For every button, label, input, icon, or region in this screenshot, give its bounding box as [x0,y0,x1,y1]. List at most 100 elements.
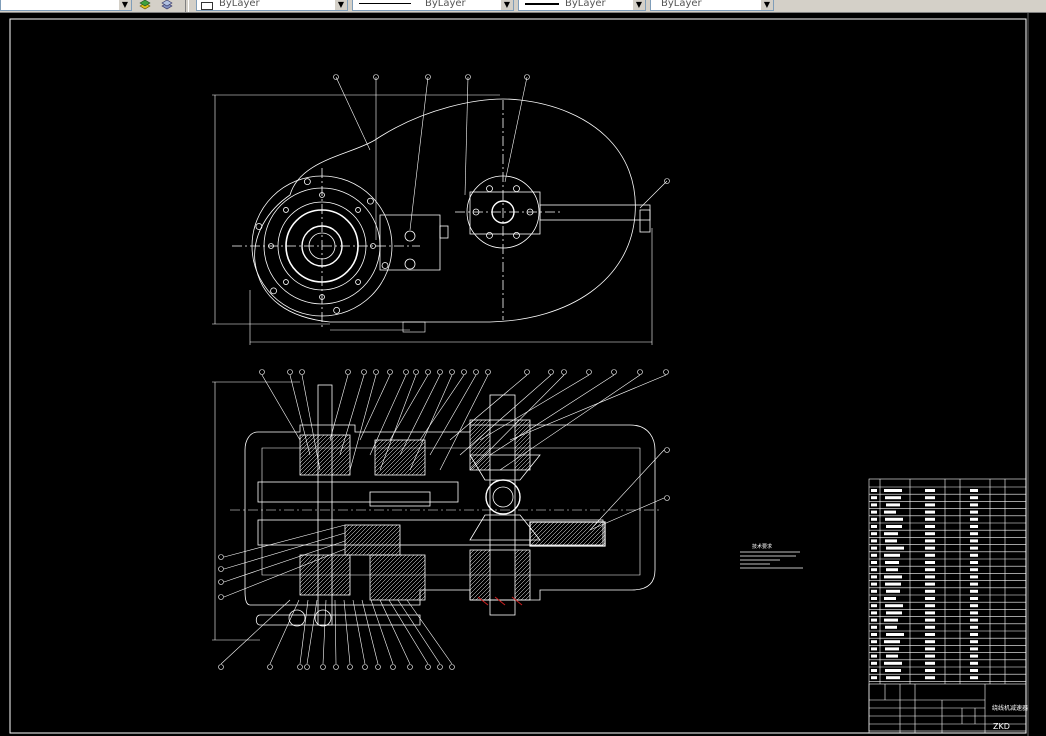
hatch-line [419,469,426,476]
hatch-line [299,434,325,460]
model-space[interactable] [0,13,1046,736]
bom-cell [871,640,877,644]
hatch-line [529,521,543,535]
outer-bolt [333,306,341,314]
hatch-line [514,419,520,425]
layer-previous-icon[interactable] [138,0,152,10]
hatch-line [383,439,420,476]
lineweight-combo[interactable]: ByLayer ▼ [518,0,646,11]
shaft-key [639,209,651,233]
chevron-down-icon[interactable]: ▼ [119,0,131,10]
leader-line [223,548,346,598]
hatch-line [529,521,535,527]
hatch-line [374,439,408,473]
hatch-line [327,452,351,476]
bom-cell [970,532,978,536]
bom-cell [970,510,978,514]
hatch-line [396,571,426,601]
bom-cell [925,589,935,593]
hatch-line [344,524,350,530]
bom-cell [970,546,978,550]
hatch-line [469,419,491,441]
bom-cell [925,640,935,644]
drawing-canvas[interactable]: 技术要求 绕线机减速器 ZKD [0,13,1046,736]
chevron-down-icon[interactable]: ▼ [335,0,347,10]
hatch-line [514,440,531,457]
bom-cell [871,654,877,658]
bom-cell [970,553,978,557]
hatch-line [323,448,351,476]
hatch-line [303,434,345,476]
bom-cell [871,568,877,572]
chevron-down-icon[interactable]: ▼ [633,0,645,10]
color-combo[interactable]: ByLayer ▼ [196,0,348,11]
hatch-line [358,524,390,556]
layer-states-icon[interactable] [160,0,174,10]
bom-cell [885,625,897,629]
hatch-line [347,592,351,596]
hatch-line [374,439,396,461]
hatch-line [469,569,491,591]
balloon [345,369,351,375]
balloon [561,369,567,375]
hatch-line [514,549,524,559]
bom-cell [925,546,935,550]
linetype-combo-value: ByLayer [425,0,466,9]
balloon [473,369,479,375]
hatch-line [420,595,426,601]
hatch-line [514,558,531,575]
hatch-line [369,554,387,572]
hatch-line [524,594,531,601]
hatch-line [514,570,531,587]
balloon [663,369,669,375]
hatch-line [569,521,595,547]
hatch-line [335,460,351,476]
leader-line [359,374,391,441]
balloon [437,369,443,375]
hatch-line [545,521,571,547]
hatch-line [471,581,491,601]
hatch-line [533,521,559,547]
leader-line [306,599,318,665]
hatch-line [469,423,491,445]
hatch-line [469,419,483,433]
hatch-line [346,524,378,556]
hatch-line [386,541,401,556]
hatch-line [561,521,587,547]
tab [439,225,449,239]
bom-cell [970,539,978,543]
hatch-line [520,460,531,471]
flange-hole [513,231,520,239]
bom-cell [884,532,898,536]
chevron-down-icon[interactable]: ▼ [761,0,773,10]
hatch-line [514,549,520,555]
layer-combo[interactable]: ▼ [0,0,132,11]
hatch-line [469,553,491,575]
linetype-combo[interactable]: ByLayer ▼ [352,0,514,11]
hatch-line [379,439,416,476]
leader-line [329,374,349,441]
hatch-line [514,452,531,469]
outer-bolt [270,287,277,295]
bom-cell [871,611,877,615]
bom-cell [970,640,978,644]
bom-cell [886,503,900,507]
title-block-frame [868,683,1027,734]
hatch-line [362,524,394,556]
hatch-line [299,554,329,584]
chevron-down-icon[interactable]: ▼ [501,0,513,10]
bom-cell [925,669,935,672]
hatch-line [475,455,491,471]
plotstyle-combo[interactable]: ByLayer ▼ [650,0,774,11]
hatch-line [514,550,531,567]
bom-cell [970,496,978,500]
bom-cell [925,676,935,680]
outer-bolt [255,223,263,230]
balloon [259,369,265,375]
bom-cell [925,654,935,658]
hatch-line [400,575,426,601]
leader-line [406,599,453,665]
bom-cell [886,525,902,528]
leader-line [335,76,371,151]
bom-cell [871,597,877,600]
